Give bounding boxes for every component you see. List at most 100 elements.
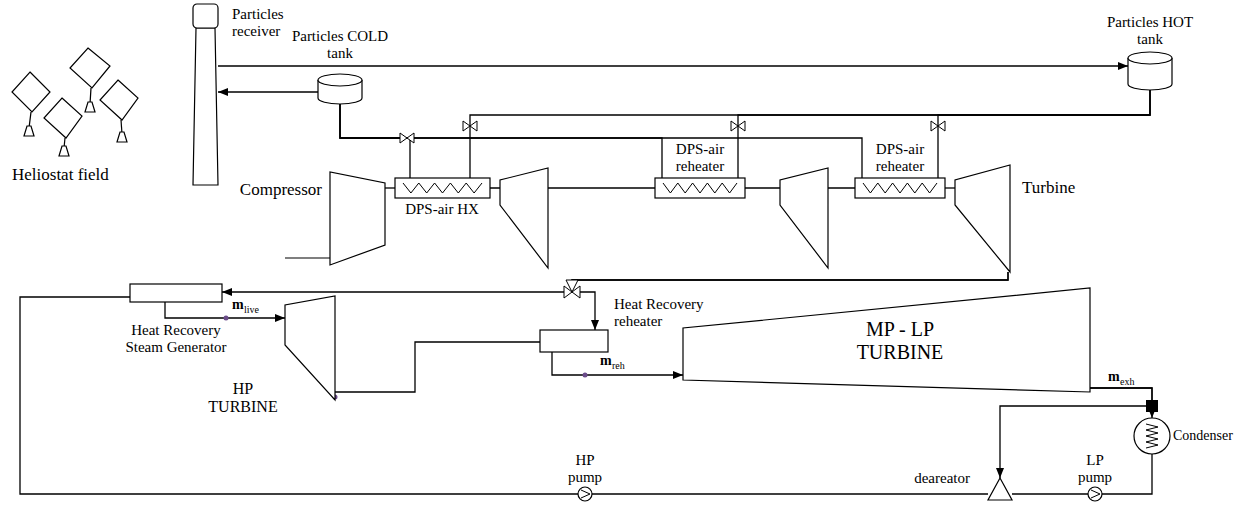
shape-outline [988, 478, 1012, 500]
shape-outline [655, 178, 745, 198]
flow-line [470, 90, 1150, 178]
shape-outline [285, 296, 335, 400]
box-outline [540, 330, 608, 352]
node-label: Heat Recovery reheater [614, 296, 714, 330]
flow-subscript: exh [1120, 377, 1134, 387]
trapezoid-outline [285, 296, 335, 400]
reheater-box: DPS-air reheater [655, 178, 745, 198]
triangle-outline [988, 478, 1012, 500]
turbine-stage [780, 168, 828, 268]
trapezoid-outline [330, 172, 385, 265]
air-inlet-line [285, 257, 330, 258]
split-valve [564, 280, 580, 298]
turbine-symbol: MP - LP TURBINE [683, 288, 1090, 392]
turbine-symbol: HP TURBINE [285, 296, 335, 400]
node-label: DPS-air reheater [870, 141, 930, 175]
shape-outline [130, 284, 222, 302]
shape-outline [1088, 487, 1102, 501]
node-label: HP pump [565, 452, 605, 486]
receiver-box [193, 4, 218, 28]
condenser-circle [1134, 418, 1170, 454]
flow-subscript: reh [612, 361, 625, 371]
pump-circle [1088, 487, 1102, 501]
condenser-symbol: Condenser [1134, 418, 1170, 454]
heliostat-mirrors [12, 48, 138, 156]
flow-line [385, 187, 395, 188]
shape-outline [318, 74, 362, 104]
node-label: Heat Recovery Steam Generator [111, 322, 241, 356]
node-label: Turbine [1022, 178, 1092, 197]
tower-body [193, 28, 218, 185]
shape-outline [395, 178, 490, 198]
trapezoid-outline [955, 165, 1010, 272]
tank-lid [318, 74, 362, 86]
flow-line [938, 90, 1150, 178]
heat-exchanger: DPS-air HX [395, 178, 490, 198]
pump-mark [581, 490, 590, 498]
node-label: DPS-air reheater [670, 141, 730, 175]
shape-outline [330, 172, 385, 265]
receiver-tower: Particles receiver [193, 4, 218, 185]
deareator-symbol: deareator [988, 478, 1012, 500]
flow-line [738, 90, 1150, 178]
shape-outline [855, 178, 945, 198]
trapezoid-outline [683, 288, 1090, 392]
pump-circle [578, 487, 592, 501]
shape-outline [1134, 418, 1170, 454]
storage-tank: Particles COLD tank [318, 74, 362, 104]
shape-outline [193, 4, 218, 185]
measure-dots [224, 316, 588, 400]
shape-outline [540, 330, 608, 352]
box-outline [395, 178, 490, 198]
flow-line [1000, 388, 1152, 478]
flow-line [1012, 493, 1088, 494]
flow-line [592, 493, 988, 494]
turbine-symbol: Turbine [955, 165, 1010, 272]
field-label: Heliostat field [12, 165, 109, 185]
compressor-symbol: Compressor [330, 172, 385, 265]
flow-line [552, 352, 683, 375]
flow-symbol: m [1108, 370, 1120, 384]
storage-tank: Particles HOT tank [1128, 52, 1172, 90]
steam-generator-box: Heat Recovery Steam Generator [130, 284, 222, 302]
junction-block [1146, 400, 1158, 412]
node-label: DPS-air HX [392, 201, 492, 218]
reheater-box: Heat Recovery reheater [540, 330, 608, 352]
tank-lid [1128, 52, 1172, 64]
shape-outline [578, 487, 592, 501]
node-label: Particles COLD tank [287, 28, 393, 62]
pump-symbol: HP pump [578, 487, 592, 501]
coil-zigzag [403, 183, 482, 193]
turbine-stage [500, 168, 548, 268]
node-label: deareator [890, 470, 970, 487]
pump-mark [1091, 490, 1100, 498]
flow-symbol: m [232, 298, 244, 312]
node-label: Condenser [1173, 428, 1237, 444]
condenser-coil [1146, 424, 1158, 448]
pump-symbol: LP pump [1088, 487, 1102, 501]
box-outline [655, 178, 745, 198]
flow-line [340, 104, 662, 178]
coil-zigzag [863, 183, 937, 193]
node-label: Compressor [212, 180, 322, 199]
shape-outline [955, 165, 1010, 272]
particle-valves [400, 121, 945, 143]
flow-line [218, 65, 1128, 66]
flow-line [335, 342, 540, 392]
box-outline [855, 178, 945, 198]
box-outline [130, 284, 222, 302]
flow-line [165, 302, 285, 318]
flow-line [218, 91, 318, 92]
coil-zigzag [663, 183, 737, 193]
flow-line [222, 272, 1008, 292]
flow-line [20, 297, 578, 494]
flow-line [340, 104, 862, 178]
shape-outline [1128, 52, 1172, 90]
flow-symbol: m [600, 354, 612, 368]
flow-line [945, 187, 955, 188]
node-label: Particles HOT tank [1100, 14, 1200, 48]
node-label: HP TURBINE [203, 380, 283, 416]
flow-subscript: live [244, 305, 259, 315]
